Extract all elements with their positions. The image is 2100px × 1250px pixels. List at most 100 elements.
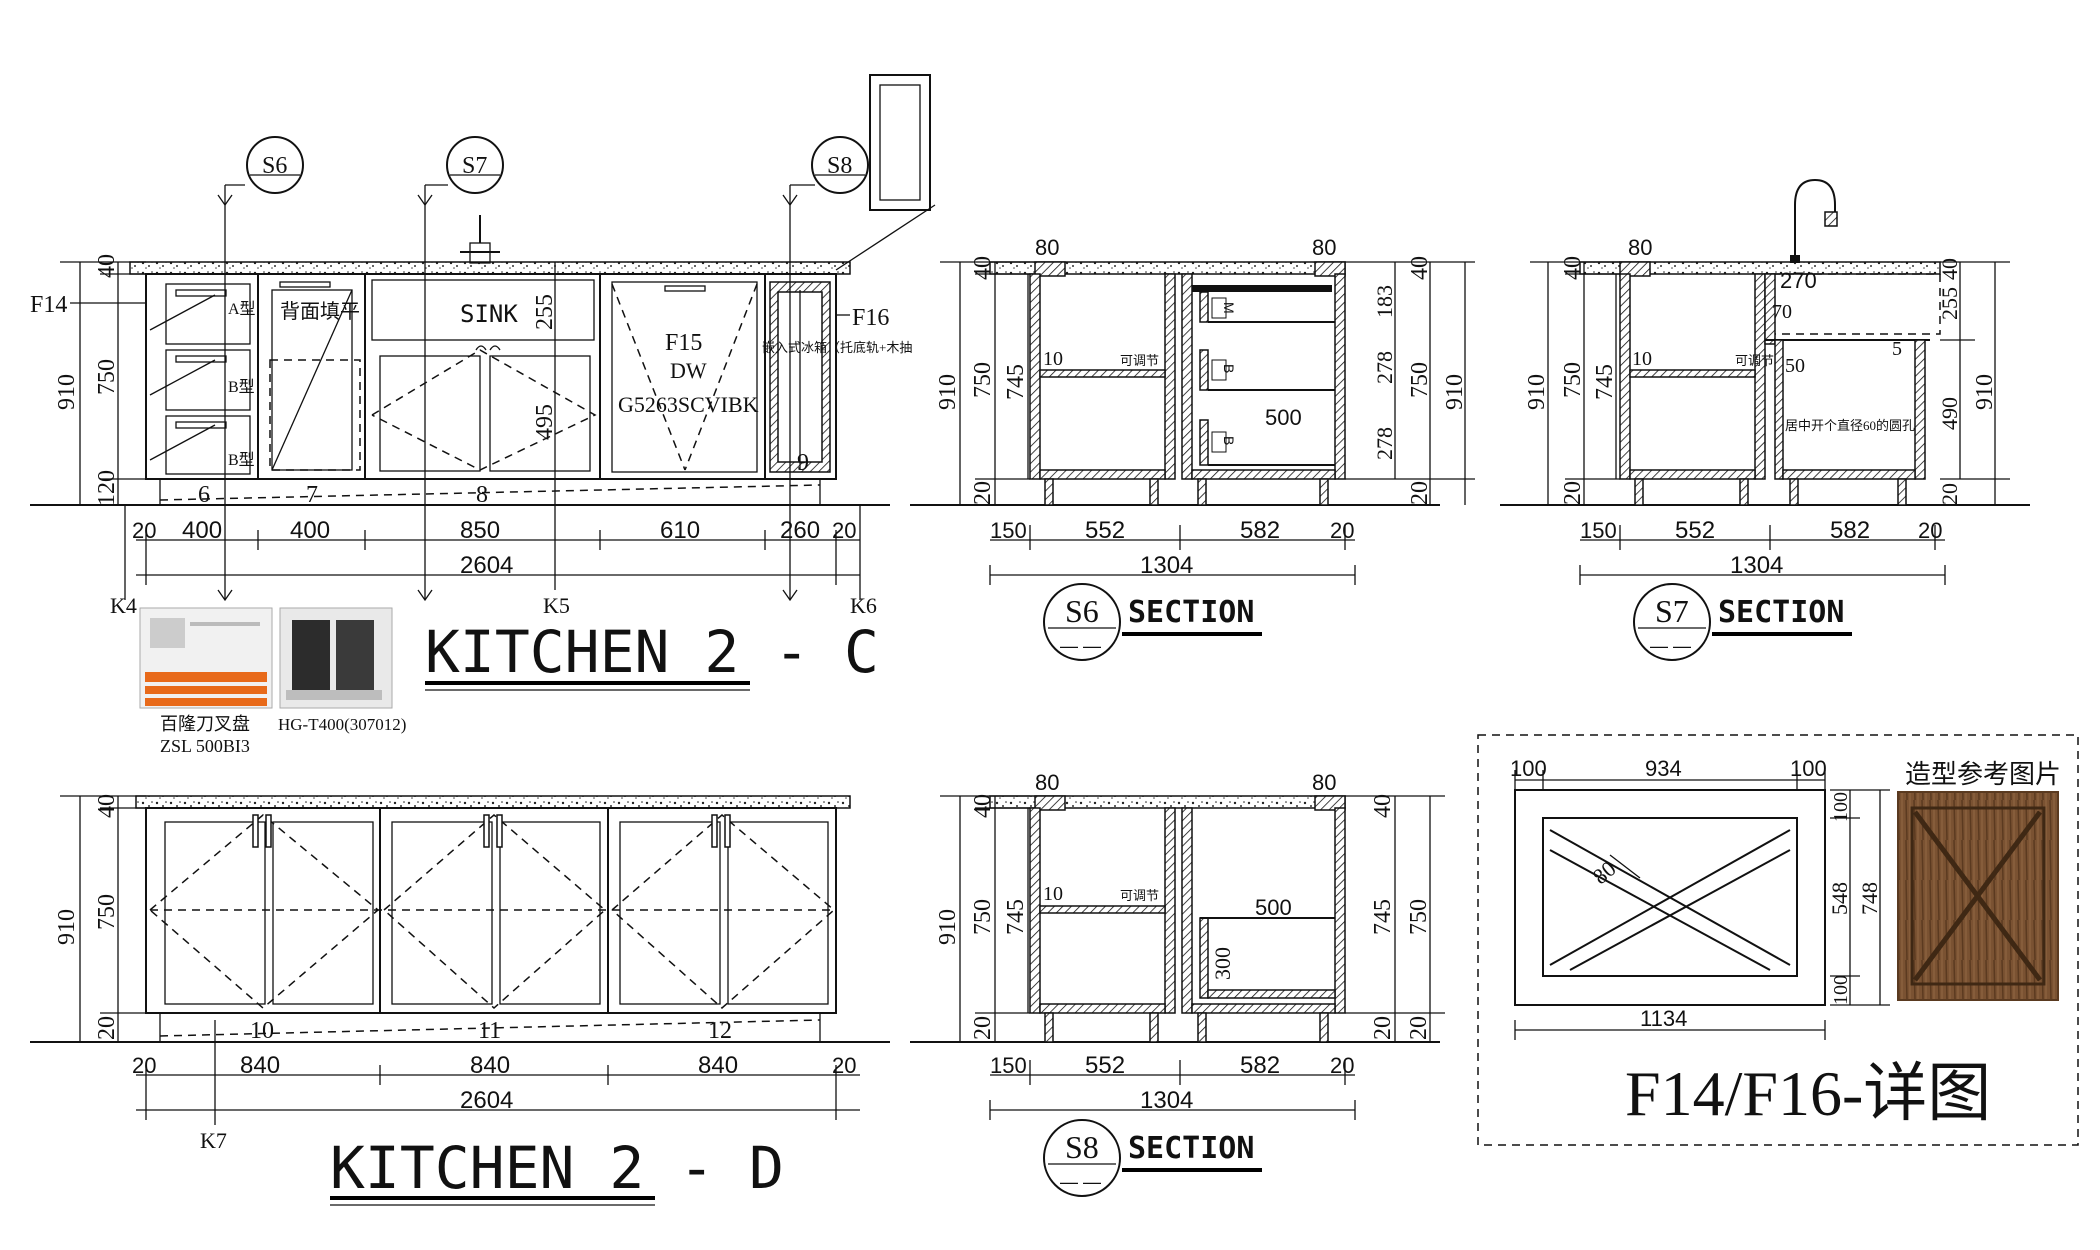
hdim-c-2: 400 (290, 517, 330, 544)
s7-d5: 5 (1892, 338, 1902, 360)
vdim-d-40: 40 (94, 794, 120, 818)
s7-d50: 50 (1785, 355, 1805, 377)
elevation-kitchen-2c: A型 B型 B型 背面填平 SINK F15 (30, 74, 936, 691)
s6-drawer-m: M (1221, 302, 1237, 314)
s6-rv-40: 40 (1407, 256, 1433, 280)
hdim-c-0: 20 (132, 518, 156, 543)
pullout-unit-9 (769, 281, 831, 473)
hdim-c-3: 850 (460, 517, 500, 544)
s6-v-750: 750 (970, 362, 996, 398)
section-tag-s6: S6 (262, 153, 287, 179)
s6-d745: 745 (1003, 364, 1029, 400)
item-11: 11 (478, 1018, 501, 1044)
detail-top-100b: 100 (1790, 756, 1827, 781)
vdim-d-910: 910 (54, 909, 80, 945)
section-markers-c (217, 136, 869, 602)
product-photos: 百隆刀叉盘 ZSL 500BI3 HG-T400(307012) (139, 607, 406, 756)
s7-d70: 70 (1772, 301, 1792, 323)
s8-v-910: 910 (935, 909, 961, 945)
s6-v-40: 40 (970, 256, 996, 280)
countertop-d (135, 795, 851, 809)
k6-mark: K6 (850, 593, 877, 618)
item-12: 12 (708, 1018, 732, 1044)
f14-label: F14 (30, 292, 67, 318)
photo1-caption-1: 百隆刀叉盘 (160, 714, 250, 734)
item-7: 7 (306, 482, 318, 508)
detail-f14-f16: 80 100 934 100 1134 100 548 100 748 造型参考… (1477, 734, 2079, 1146)
s7-v-750: 750 (1560, 362, 1586, 398)
detail-ref-label: 造型参考图片 (1905, 760, 2061, 789)
title-kitchen-2c: KITCHEN 2 - C (425, 618, 879, 686)
total-d: 2604 (460, 1087, 513, 1114)
svg-text:— —: — — (1060, 636, 1101, 656)
s6-d10: 10 (1043, 348, 1063, 370)
detail-r-748: 748 (1857, 882, 1882, 915)
s6-label: S6 (1065, 593, 1099, 629)
hdim-c-1: 400 (182, 517, 222, 544)
s7-d270: 270 (1780, 268, 1817, 293)
section-s7: 居中开个直径60的圆孔 可调节 10 270 70 50 5 80 40 750… (1500, 178, 2030, 661)
section-tag-s7: S7 (462, 153, 487, 179)
s6-r-278a: 278 (1372, 351, 1397, 384)
dw-model: G5263SCVIBK (618, 392, 759, 417)
section-tag-s8: S8 (827, 153, 852, 179)
s7-h-552: 552 (1675, 517, 1715, 544)
detail-title: F14/F16-详图 (1625, 1058, 1991, 1129)
s6-top-80a: 80 (1035, 235, 1059, 260)
s8-h-20: 20 (1330, 1053, 1354, 1078)
s6-h-582: 582 (1240, 517, 1280, 544)
s8-v-20: 20 (970, 1016, 996, 1040)
item-6: 6 (198, 482, 210, 508)
s7-rv-910: 910 (1972, 374, 1998, 410)
s8-rv-750: 750 (1406, 899, 1432, 935)
s7-h-20: 20 (1918, 518, 1942, 543)
s7-h-582: 582 (1830, 517, 1870, 544)
s8-d10: 10 (1043, 883, 1063, 905)
section-s8: 10 可调节 500 300 80 80 40 750 20 910 745 4… (910, 770, 1445, 1197)
s6-d500: 500 (1265, 405, 1302, 430)
s6-drawer-b1: B (1221, 364, 1237, 373)
vdim-750: 750 (94, 359, 120, 395)
svg-text:— —: — — (1650, 636, 1691, 656)
s8-adj: 可调节 (1120, 888, 1159, 903)
s8-v-750: 750 (970, 899, 996, 935)
vertical-dims-c (60, 261, 146, 506)
k5-mark: K5 (543, 593, 570, 618)
vdim-d-750: 750 (94, 894, 120, 930)
vdim-910: 910 (54, 374, 80, 410)
s6-drawer-b2: B (1221, 436, 1237, 445)
section-s6: M B B 40 750 20 910 745 10 可调节 80 80 500… (910, 235, 1475, 661)
s7-d10: 10 (1632, 348, 1652, 370)
s8-h-582: 582 (1240, 1052, 1280, 1079)
dw-label: DW (670, 358, 707, 383)
s8-d300: 300 (1210, 947, 1235, 980)
hdim-d-1: 840 (240, 1052, 280, 1079)
s8-d500: 500 (1255, 895, 1292, 920)
detail-top-934: 934 (1645, 756, 1682, 781)
s8-caption: SECTION (1128, 1131, 1254, 1166)
drawer-unit-6 (149, 283, 251, 475)
s7-r-20: 20 (1937, 483, 1962, 505)
s7-v-20: 20 (1560, 481, 1586, 505)
s8-v-40: 40 (970, 794, 996, 818)
drawer-mark-b1: B型 (228, 378, 255, 396)
horizontal-dims-c (124, 505, 861, 600)
s6-v-20: 20 (970, 481, 996, 505)
hdim-c-6: 20 (832, 518, 856, 543)
s8-top-80b: 80 (1312, 770, 1336, 795)
s7-r-40: 40 (1937, 258, 1962, 280)
s8-d745: 745 (1003, 899, 1029, 935)
s8-rv-40: 40 (1370, 794, 1396, 818)
hdim-c-5: 260 (780, 517, 820, 544)
s6-v-910: 910 (935, 374, 961, 410)
s8-top-80a: 80 (1035, 770, 1059, 795)
title-kitchen-2d: KITCHEN 2 - D (330, 1134, 784, 1202)
s6-top-80b: 80 (1312, 235, 1336, 260)
f16-label: F16 (852, 305, 889, 331)
dim-495: 495 (532, 404, 558, 440)
s6-r-183: 183 (1372, 285, 1397, 318)
panel-note: 背面填平 (280, 300, 360, 323)
s7-faucet (1794, 178, 1836, 262)
s6-rv-20: 20 (1407, 481, 1433, 505)
